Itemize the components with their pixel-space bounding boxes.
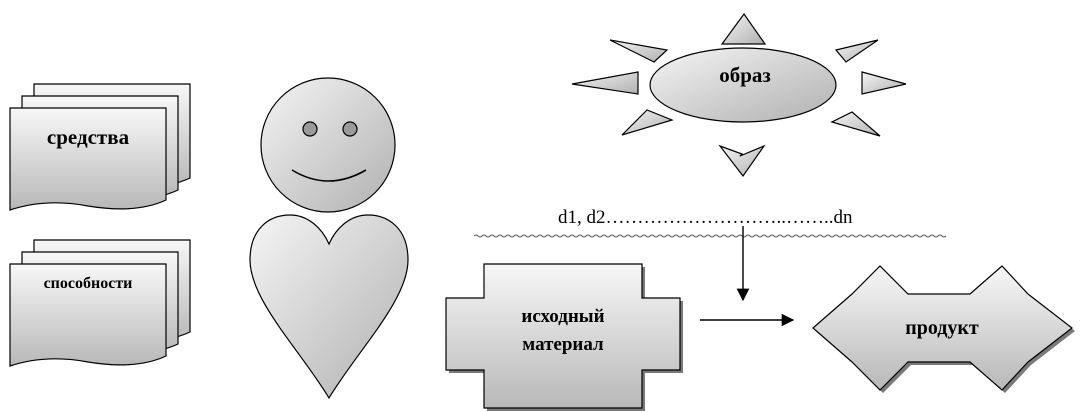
document-stack-icon	[9, 83, 191, 211]
sun-icon: образ	[571, 12, 907, 178]
image-label: образ	[719, 63, 771, 87]
source-material-label-line2: материал	[522, 334, 604, 355]
source-material-shape: исходный материал	[445, 263, 683, 411]
smiley-face-icon	[260, 77, 396, 213]
product-shape: продукт	[812, 265, 1075, 393]
abilities-document-stack: способности	[9, 239, 191, 367]
means-document-stack: средства	[9, 83, 191, 211]
source-material-label-line1: исходный	[521, 306, 604, 327]
abilities-label: способности	[44, 275, 133, 292]
product-label: продукт	[905, 317, 979, 339]
means-label: средства	[47, 125, 130, 149]
heart-icon	[249, 214, 409, 400]
document-stack-icon	[9, 239, 191, 367]
sequence-label: d1, d2………………………..……..dn	[558, 207, 853, 228]
wavy-divider	[473, 234, 947, 238]
